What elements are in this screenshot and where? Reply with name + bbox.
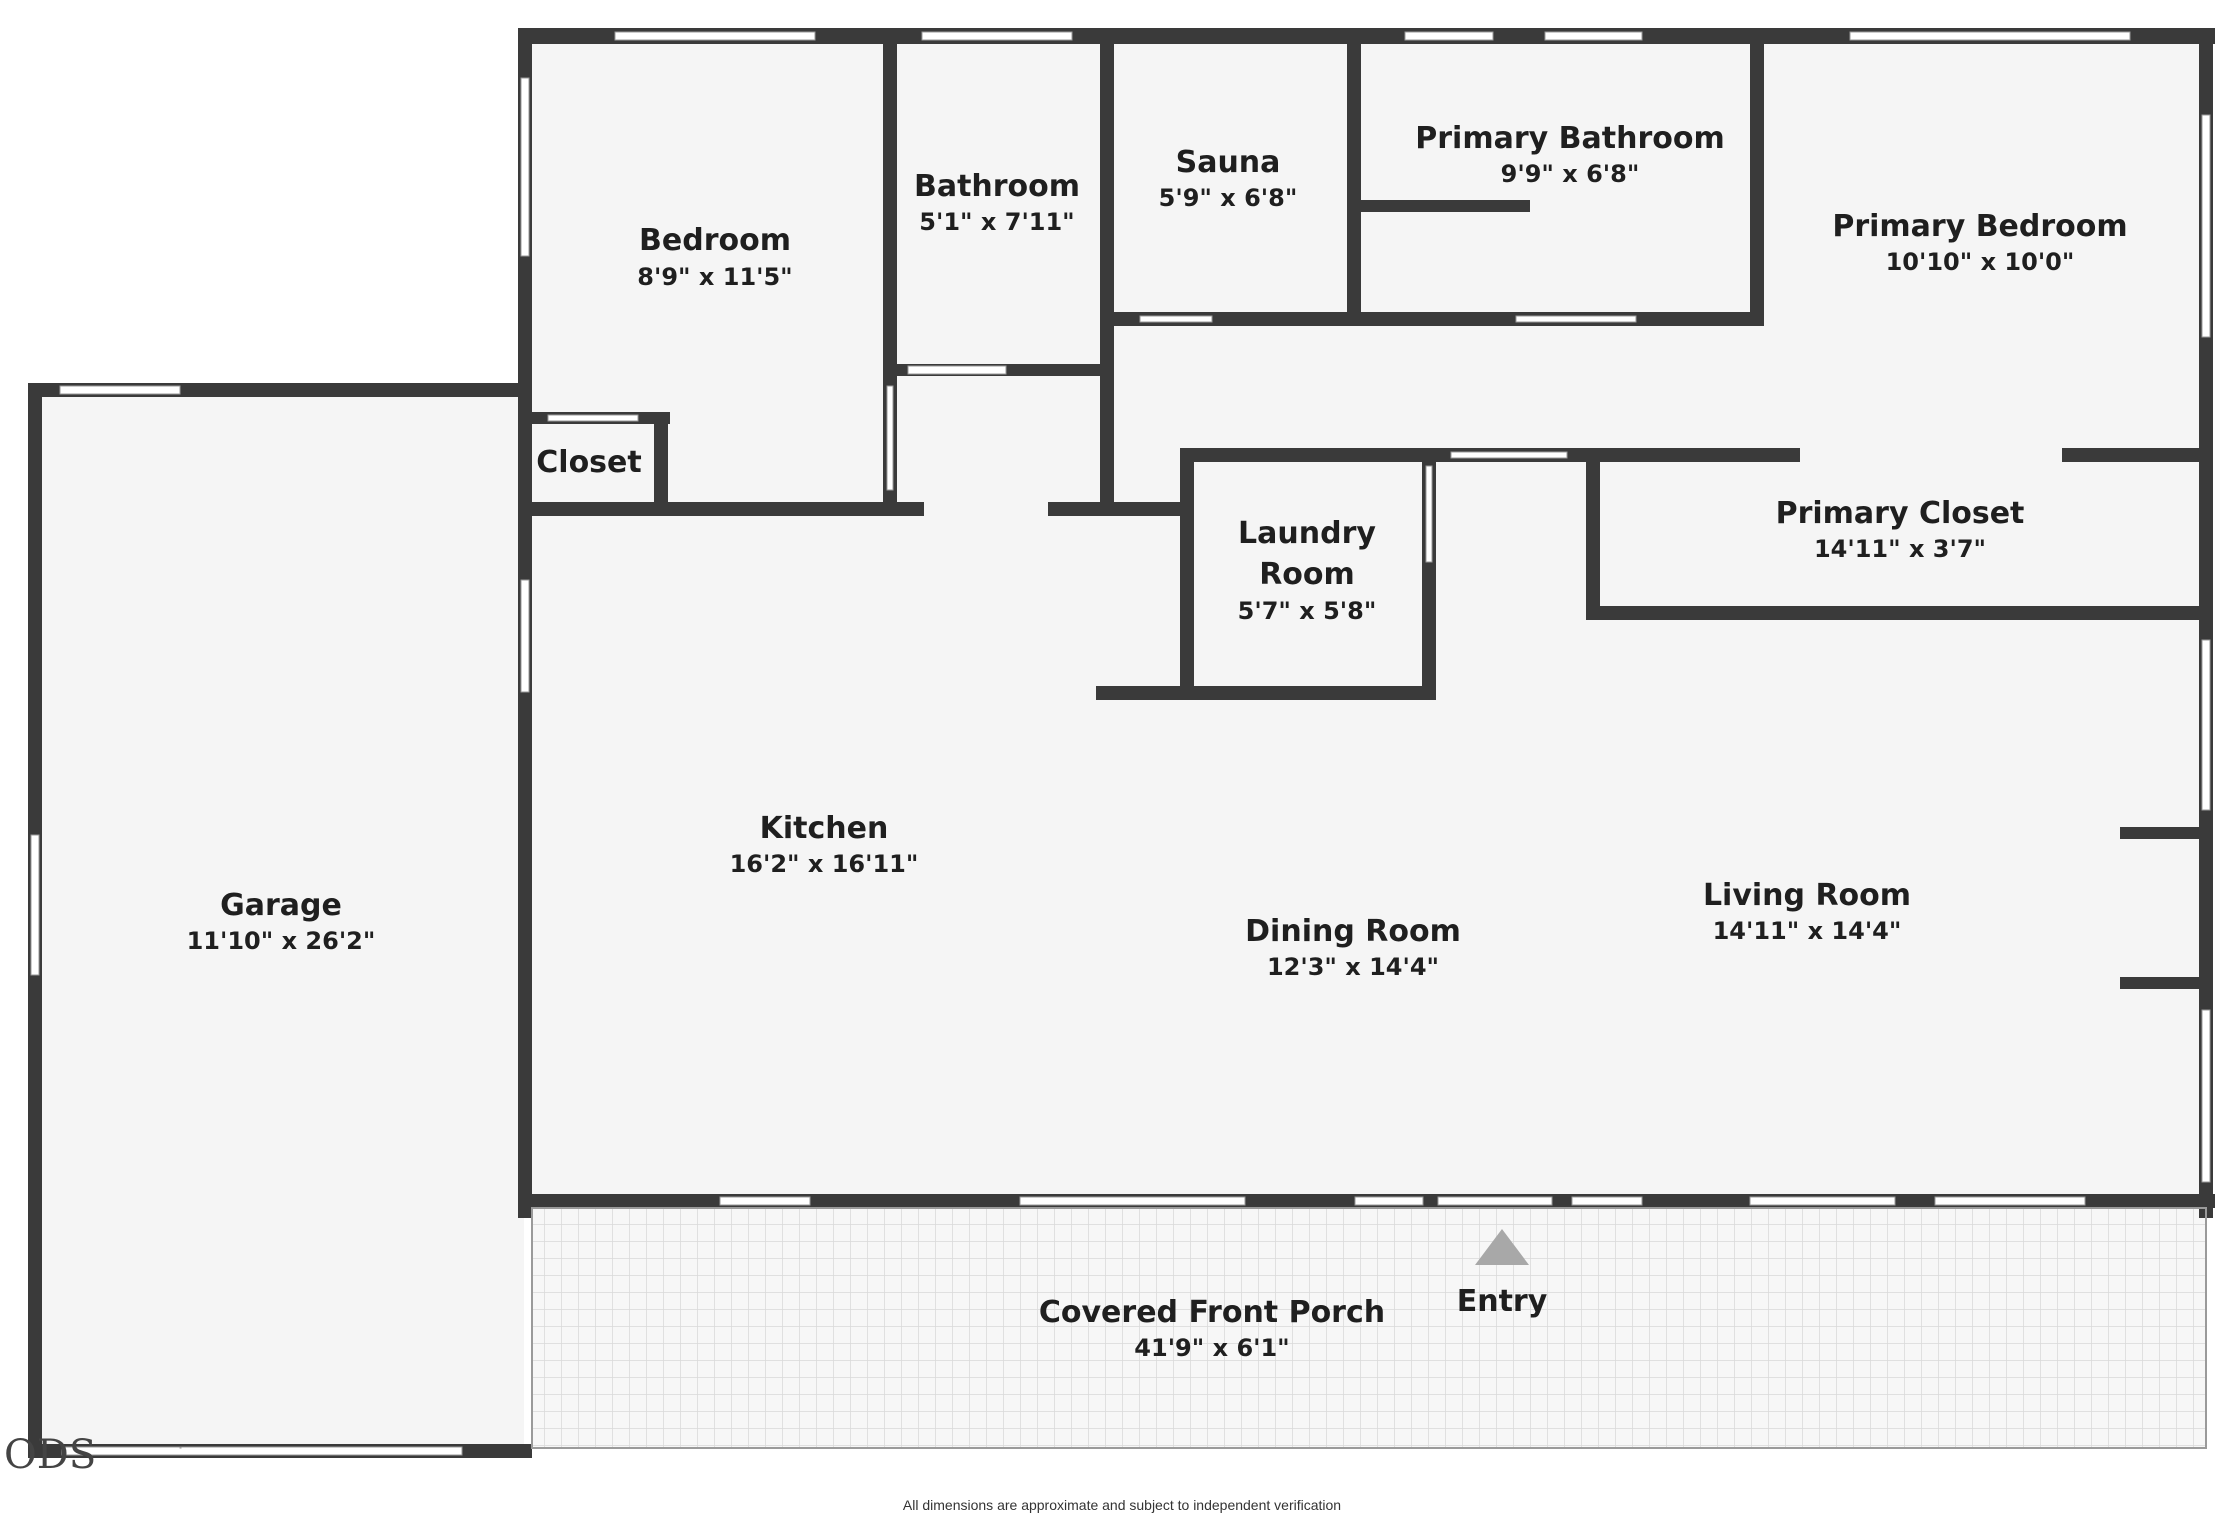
- kitchen-dim: 16'2" x 16'11": [730, 850, 919, 878]
- primary-bedroom-name: Primary Bedroom: [1832, 209, 2127, 244]
- disclaimer-note: All dimensions are approximate and subje…: [903, 1497, 1341, 1513]
- primary-bedroom-dim: 10'10" x 10'0": [1886, 248, 2075, 276]
- porch-outline: [531, 1207, 2207, 1449]
- porch-name: Covered Front Porch: [1039, 1295, 1385, 1330]
- bedroom-name: Bedroom: [639, 223, 791, 258]
- garage-dim: 11'10" x 26'2": [187, 927, 376, 955]
- brand-logo: ODS: [4, 1432, 96, 1478]
- laundry-dim: 5'7" x 5'8": [1238, 597, 1377, 625]
- sauna-dim: 5'9" x 6'8": [1159, 184, 1298, 212]
- dining-room-name: Dining Room: [1245, 914, 1461, 949]
- garage-name: Garage: [220, 888, 342, 923]
- living-room-name: Living Room: [1703, 878, 1911, 913]
- entry-label: Entry: [1457, 1284, 1548, 1319]
- porch-floor: [532, 1204, 2206, 1448]
- porch-dim: 41'9" x 6'1": [1134, 1334, 1289, 1362]
- primary-bathroom-dim: 9'9" x 6'8": [1501, 160, 1640, 188]
- garage-floor: [34, 388, 524, 1452]
- entry-arrow-icon: [1475, 1229, 1529, 1265]
- bedroom-dim: 8'9" x 11'5": [637, 263, 792, 291]
- laundry-name-line2: Room: [1259, 557, 1355, 592]
- primary-closet-name: Primary Closet: [1776, 496, 2025, 531]
- closet-name: Closet: [536, 445, 641, 480]
- bathroom-dim: 5'1" x 7'11": [919, 208, 1074, 236]
- primary-closet-dim: 14'11" x 3'7": [1814, 535, 1986, 563]
- windows: [30, 31, 2211, 1456]
- kitchen-name: Kitchen: [760, 811, 889, 846]
- laundry-name-line1: Laundry: [1238, 516, 1376, 551]
- bathroom-name: Bathroom: [914, 169, 1080, 204]
- dining-room-dim: 12'3" x 14'4": [1267, 953, 1439, 981]
- living-room-dim: 14'11" x 14'4": [1713, 917, 1902, 945]
- primary-bathroom-name: Primary Bathroom: [1415, 121, 1724, 156]
- sauna-name: Sauna: [1176, 145, 1281, 180]
